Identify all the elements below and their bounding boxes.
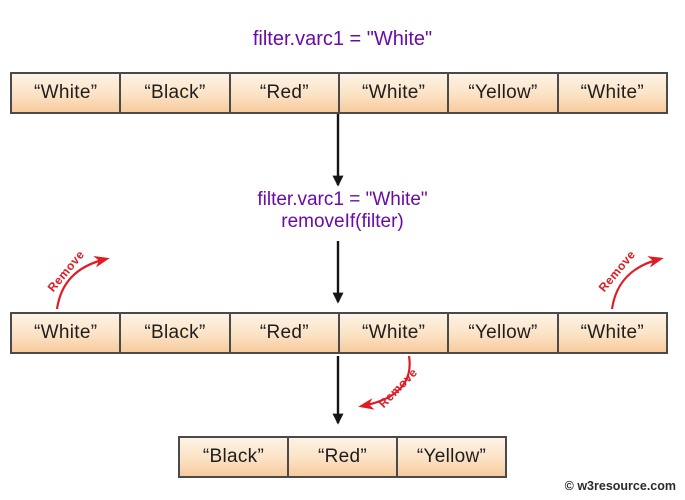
removeif-call-label: filter.varc1 = "White" removeIf(filter) <box>0 189 685 233</box>
initial-array-row: “White” “Black” “Red” “White” “Yellow” “… <box>10 72 668 114</box>
array-cell: “White” <box>556 72 668 114</box>
array-cell: “White” <box>10 72 122 114</box>
array-cell: “Yellow” <box>447 72 559 114</box>
array-cell: “White” <box>10 312 122 354</box>
filter-condition-line: filter.varc1 = "White" <box>257 189 428 210</box>
marked-array-row: “White” “Black” “Red” “White” “Yellow” “… <box>10 312 668 354</box>
remove-annotation: Remove <box>375 365 421 411</box>
array-cell: “Yellow” <box>447 312 559 354</box>
array-cell: “Red” <box>228 312 340 354</box>
array-cell: “Black” <box>178 436 289 478</box>
array-cell: “White” <box>337 72 450 114</box>
array-cell: “Red” <box>228 72 340 114</box>
filter-condition-label: filter.varc1 = "White" <box>252 28 433 50</box>
array-cell: “Black” <box>119 72 231 114</box>
array-cell: “Yellow” <box>396 436 507 478</box>
array-cell: “White” <box>337 312 450 354</box>
remove-annotation: Remove <box>595 247 639 295</box>
copyright-notice: © w3resource.com <box>564 479 676 493</box>
remove-annotation: Remove <box>44 247 88 295</box>
result-array-row: “Black” “Red” “Yellow” <box>178 436 507 478</box>
array-cell: “Black” <box>119 312 231 354</box>
array-cell: “Red” <box>287 436 398 478</box>
removeif-line: removeIf(filter) <box>281 211 404 232</box>
array-cell: “White” <box>556 312 668 354</box>
